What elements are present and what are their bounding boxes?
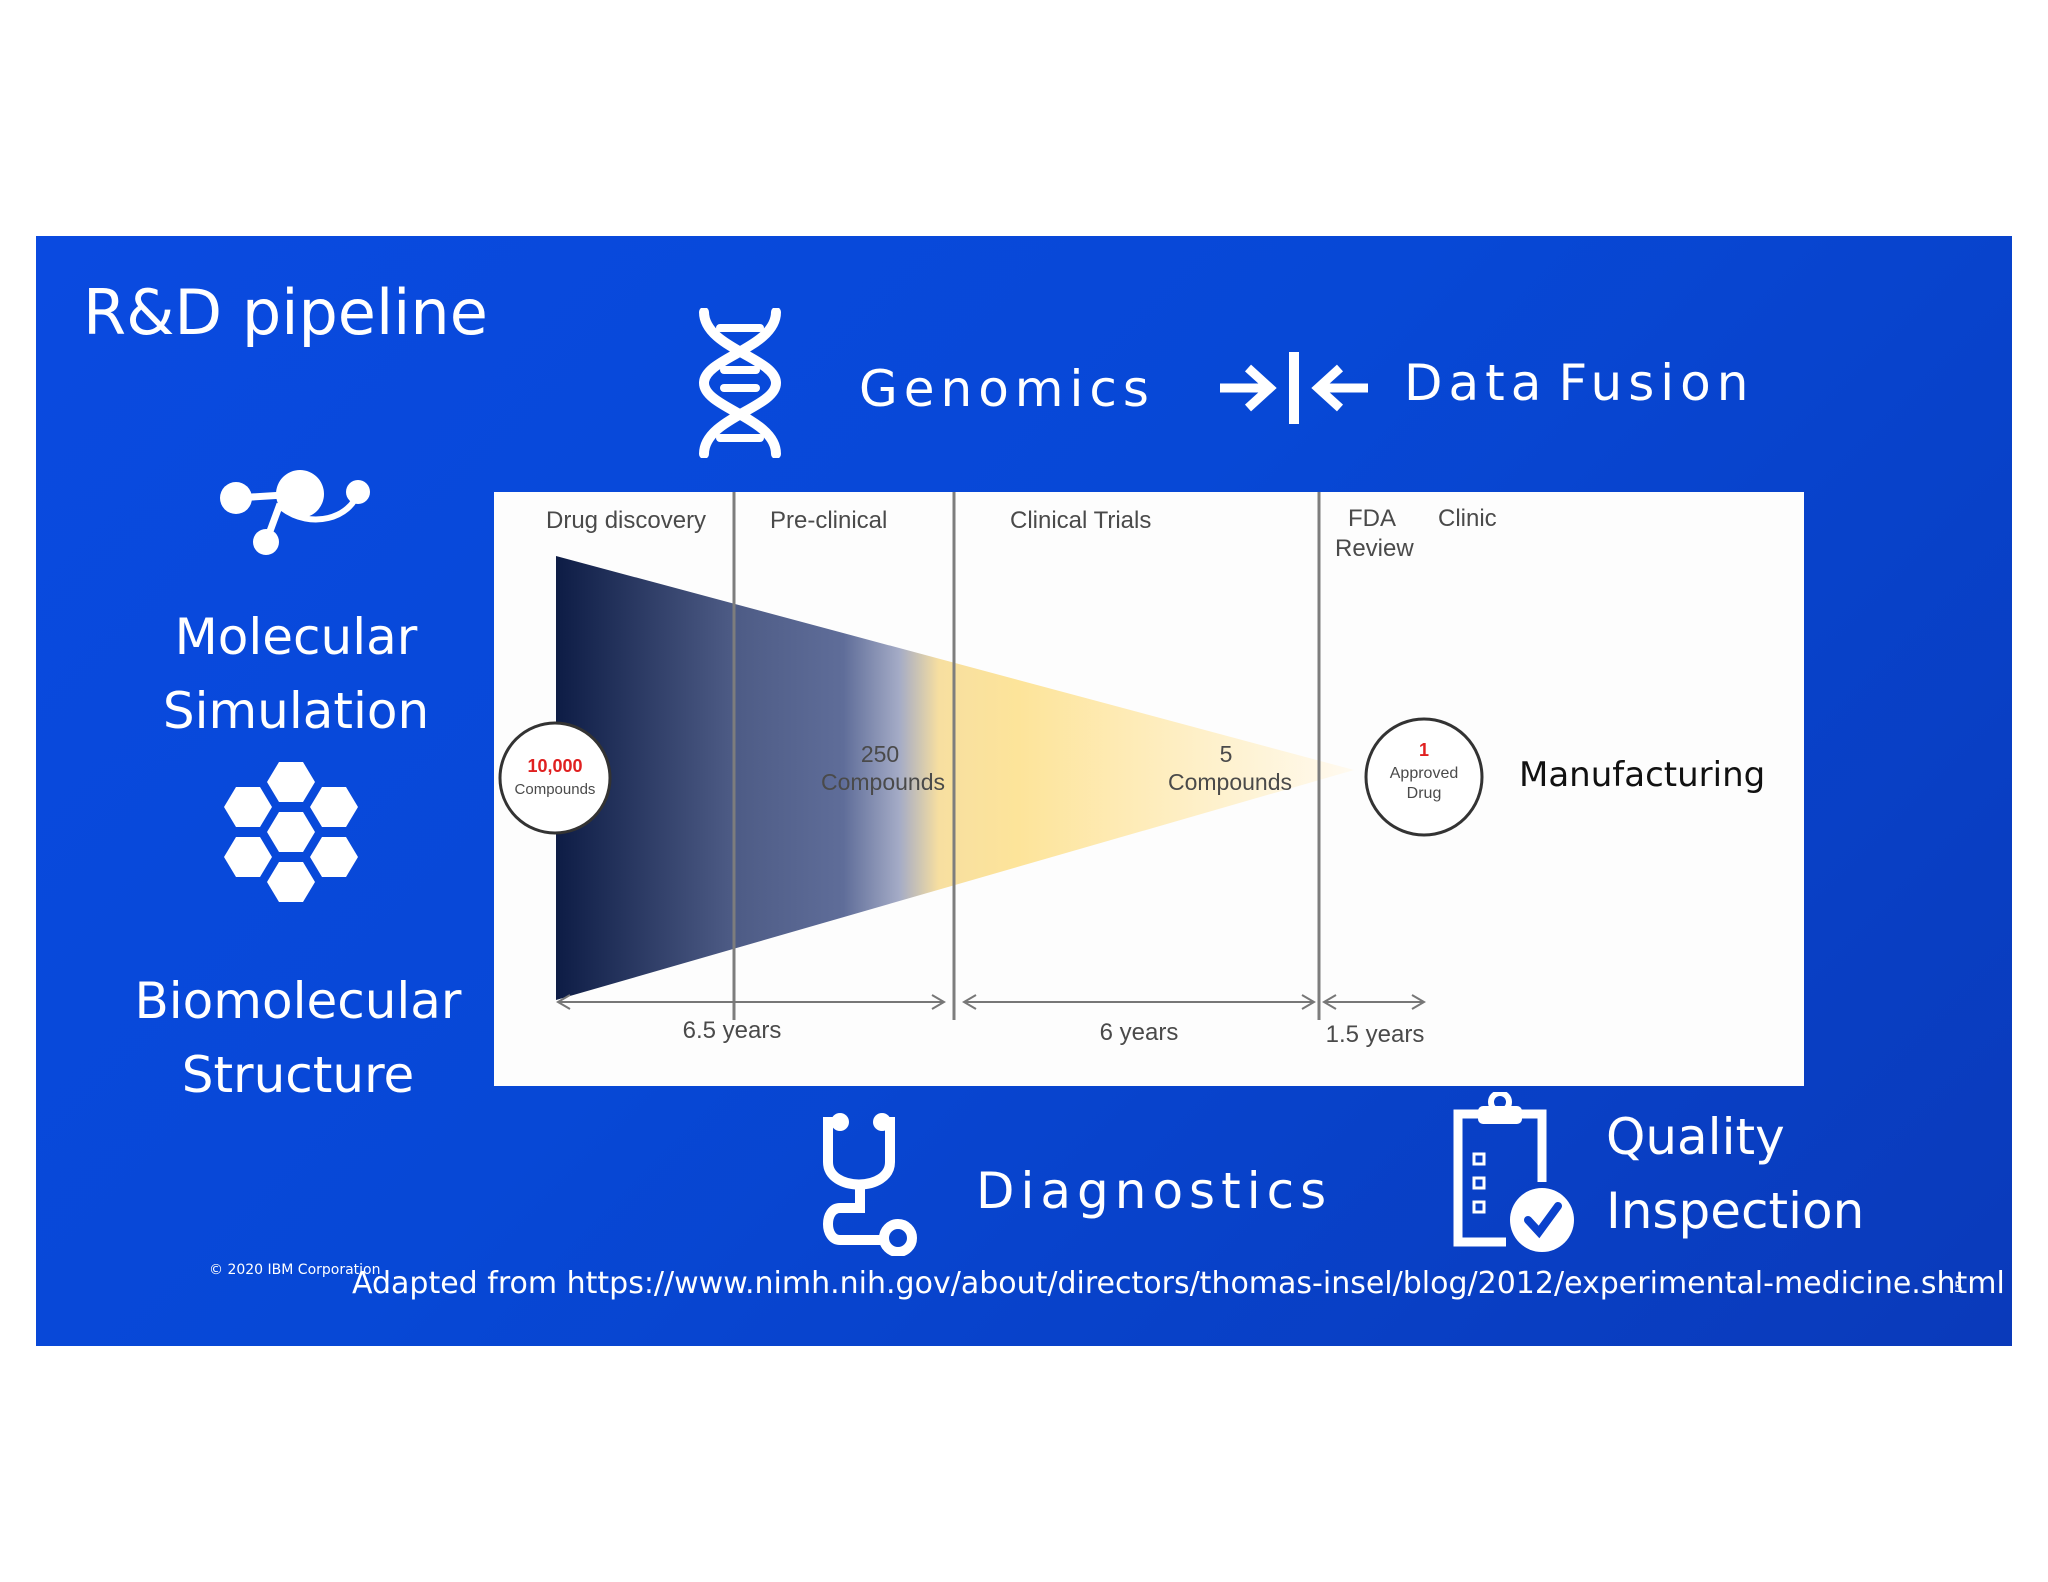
phase-label-drug-discovery: Drug discovery	[546, 507, 706, 534]
phase-label-pre-clinical: Pre-clinical	[770, 507, 887, 534]
pipeline-diagram: Drug discovery Pre-clinical Clinical Tri…	[494, 492, 1804, 1086]
start-unit: Compounds	[515, 781, 596, 798]
end-unit-1: Approved	[1390, 765, 1459, 782]
molecule-icon	[220, 470, 370, 555]
mid-count: 250	[861, 741, 899, 767]
duration-3: 1.5 years	[1326, 1021, 1425, 1048]
manufacturing-label: Manufacturing	[1519, 755, 1765, 795]
genomics-label: Genomics	[859, 360, 1155, 418]
end-unit-2: Drug	[1407, 785, 1442, 802]
quality-inspection-label: Quality Inspection	[1606, 1108, 1865, 1240]
page-number: 5	[1954, 1280, 1963, 1296]
hexagon-cluster-icon	[224, 762, 358, 902]
stethoscope-icon	[823, 1113, 917, 1256]
slide: R&D pipeline Genomics Data Fusion Molecu…	[36, 236, 2012, 1346]
phase-label-review: Review	[1335, 535, 1414, 562]
late-count: 5	[1220, 741, 1233, 767]
clipboard-check-icon	[1453, 1092, 1574, 1252]
start-count: 10,000	[527, 756, 582, 776]
end-count: 1	[1419, 740, 1429, 760]
data-fusion-label: Data Fusion	[1404, 354, 1755, 412]
copyright-text: © 2020 IBM Corporation	[209, 1262, 381, 1278]
late-unit: Compounds	[1168, 769, 1292, 795]
data-fusion-icon	[1220, 352, 1368, 424]
biomolecular-structure-label: Biomolecular Structure	[134, 972, 462, 1104]
mid-unit: Compounds	[821, 769, 945, 795]
duration-1: 6.5 years	[683, 1017, 782, 1044]
dna-icon	[698, 308, 782, 458]
diagnostics-label: Diagnostics	[976, 1162, 1333, 1220]
start-compounds-circle	[498, 721, 612, 835]
source-citation: Adapted from https://www.nimh.nih.gov/ab…	[352, 1266, 2005, 1301]
duration-2: 6 years	[1100, 1019, 1179, 1046]
phase-label-fda: FDA	[1348, 505, 1396, 532]
slide-title: R&D pipeline	[83, 276, 488, 349]
phase-label-clinic: Clinic	[1438, 505, 1497, 532]
phase-label-clinical-trials: Clinical Trials	[1010, 507, 1151, 534]
molecular-simulation-label: Molecular Simulation	[162, 608, 430, 740]
approved-drug-circle	[1364, 717, 1484, 837]
